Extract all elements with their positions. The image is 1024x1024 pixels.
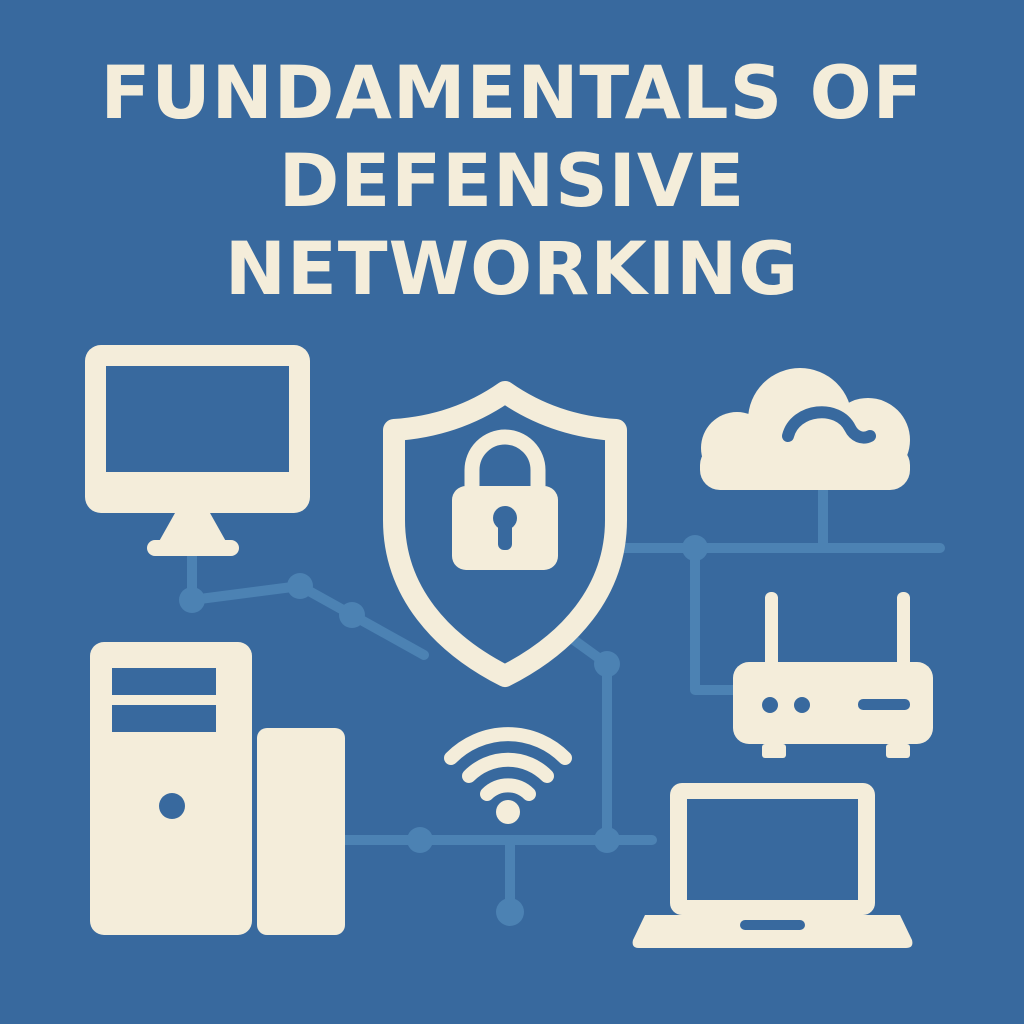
router-icon bbox=[733, 592, 933, 758]
wifi-signal-icon bbox=[444, 727, 572, 824]
title-line-1: FUNDAMENTALS OF bbox=[100, 51, 924, 136]
server-side-panel-icon bbox=[257, 728, 345, 935]
connector-node-dots bbox=[179, 535, 708, 926]
title-line-2: DEFENSIVE bbox=[278, 139, 746, 224]
tower-server-icon bbox=[90, 642, 252, 935]
laptop-icon bbox=[632, 783, 913, 948]
title-line-3: NETWORKING bbox=[224, 227, 800, 312]
cloud-icon bbox=[700, 368, 910, 490]
desktop-monitor-icon bbox=[85, 345, 310, 556]
shield-lock-icon bbox=[383, 381, 627, 687]
poster-title: FUNDAMENTALS OF DEFENSIVE NETWORKING bbox=[0, 50, 1024, 314]
